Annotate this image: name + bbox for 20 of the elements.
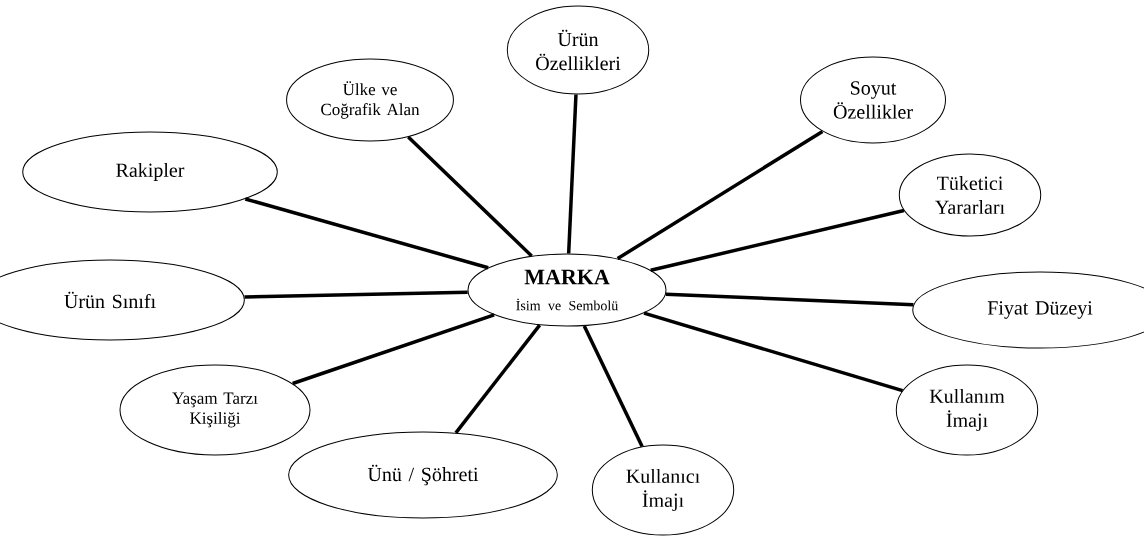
connector-line	[650, 208, 905, 272]
ellipse-node: Ülke ve Coğrafik Alan	[286, 58, 454, 142]
connector-line	[665, 292, 914, 307]
ellipse-node: Rakipler	[22, 131, 278, 213]
connector-line	[407, 135, 533, 258]
connector-line	[244, 197, 489, 270]
ellipse-node: Yaşam Tarzı Kişiliği	[119, 364, 311, 456]
ellipse-node: Kullanım İmajı	[895, 364, 1039, 456]
ellipse-node: Ünü / Şöhreti	[288, 431, 558, 519]
connector-line	[244, 290, 468, 299]
ellipse-node: Soyut Özellikler	[800, 56, 946, 144]
ellipse-node: Ürün Özellikleri	[506, 5, 650, 95]
connector-line	[454, 324, 542, 434]
ellipse-node: Kullanıcı İmajı	[591, 444, 735, 536]
ellipse-node: Tüketici Yararları	[898, 153, 1042, 237]
connector-line	[643, 311, 904, 393]
connector-line	[566, 94, 578, 254]
connector-line	[616, 129, 824, 261]
connector-line	[582, 325, 644, 448]
connector-line	[292, 313, 495, 386]
